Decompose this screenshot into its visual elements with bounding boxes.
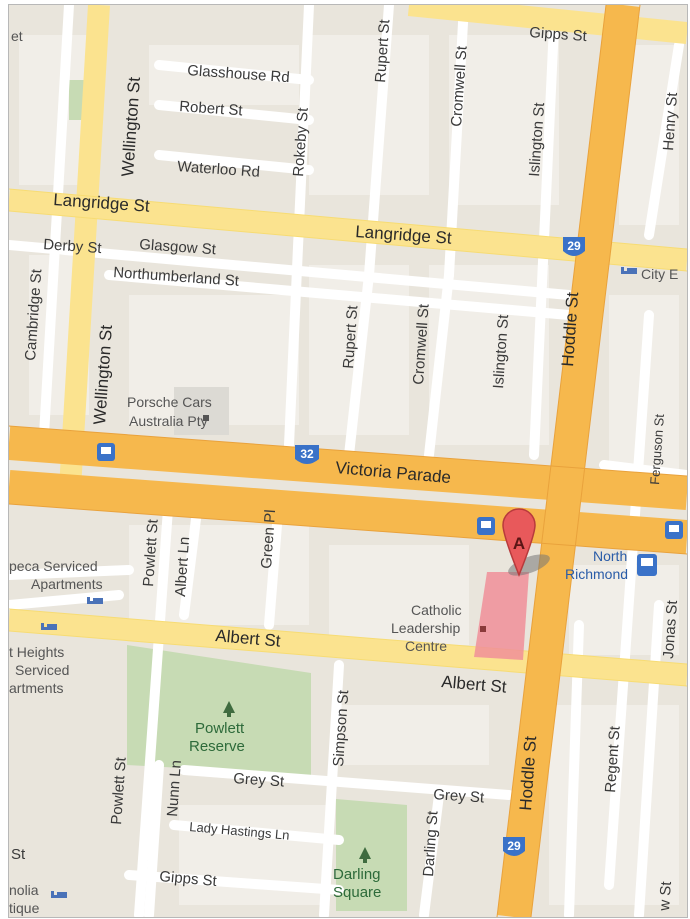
label-powlett-reserve-line2: Reserve (189, 738, 245, 755)
powlett-reserve-area (127, 645, 311, 775)
label-catholic-line1: Catholic (411, 602, 462, 618)
label-top-left-fragment: et (11, 28, 23, 44)
label-powlett-st-south: Powlett St (108, 756, 130, 825)
hotel-icon (51, 891, 67, 898)
label-nolia-line1: nolia (9, 882, 39, 898)
label-albert-ln: Albert Ln (172, 536, 193, 597)
label-north-richmond-line2: Richmond (565, 566, 628, 582)
hoddle-st-road (497, 5, 640, 917)
label-st-fragment: St (11, 846, 26, 863)
tram-stop-icon (477, 517, 495, 535)
label-islington-st-north: Islington St (526, 101, 548, 177)
map-view[interactable]: A 29 32 29 Gipps St Glasshouse Rd Robert… (8, 4, 688, 918)
gipps-st-top-road (407, 5, 687, 44)
marker-letter: A (513, 534, 525, 553)
label-catholic-line2: Leadership (391, 620, 460, 636)
label-peca-line2: Apartments (31, 576, 103, 592)
label-robert-st: Robert St (179, 98, 244, 119)
train-station-icon (637, 554, 657, 576)
route-shield-29-top: 29 (563, 237, 585, 256)
label-gipps-st-top: Gipps St (529, 24, 588, 45)
map-canvas[interactable]: A 29 32 29 Gipps St Glasshouse Rd Robert… (9, 5, 687, 917)
porsche-poi-icon (203, 415, 209, 421)
hotel-icon (87, 597, 103, 604)
label-grey-st-east: Grey St (433, 786, 486, 807)
label-north-richmond-line1: North (593, 548, 627, 564)
svg-text:29: 29 (567, 239, 581, 253)
route-shield-32: 32 (295, 445, 319, 464)
tree-icon (359, 847, 371, 863)
label-catholic-line3: Centre (405, 638, 447, 654)
svg-text:29: 29 (507, 839, 521, 853)
label-darling-square-line2: Square (333, 884, 381, 901)
label-grey-st-west: Grey St (233, 770, 286, 791)
label-cromwell-st-north: Cromwell St (448, 45, 471, 128)
label-rokeby-st: Rokeby St (290, 106, 312, 177)
label-cambridge-st: Cambridge St (22, 268, 45, 361)
label-islington-st-south: Islington St (490, 313, 512, 389)
tram-stop-icon (97, 443, 115, 461)
tree-icon (223, 701, 235, 717)
hotel-icon (621, 267, 637, 274)
label-rupert-st-north: Rupert St (372, 18, 393, 83)
label-nolia-line2: tique (9, 900, 40, 916)
label-heights-line2: Serviced (15, 662, 69, 678)
label-henry-st: Henry St (660, 91, 681, 151)
route-shield-29-bottom: 29 (503, 837, 525, 856)
label-waterloo-rd: Waterloo Rd (177, 158, 261, 181)
label-porsche-line2: Australia Pty (129, 413, 208, 429)
label-powlett-st-north: Powlett St (140, 518, 162, 587)
label-derby-st: Derby St (43, 236, 103, 257)
label-glasgow-st: Glasgow St (139, 236, 218, 258)
highlighted-parcel[interactable] (474, 572, 529, 660)
svg-text:32: 32 (300, 447, 314, 461)
label-darling-st: Darling St (420, 810, 442, 878)
label-heights-line3: artments (9, 680, 63, 696)
hotel-icon (41, 623, 57, 630)
label-darling-square-line1: Darling (333, 866, 381, 883)
label-peca-line1: peca Serviced (9, 558, 98, 574)
label-gipps-st-bottom: Gipps St (159, 868, 219, 890)
label-jonas-st: Jonas St (660, 599, 681, 659)
location-marker-a[interactable]: A (502, 508, 552, 580)
wellington-st-road (58, 5, 110, 506)
label-cromwell-st-south: Cromwell St (410, 303, 433, 386)
label-simpson-st: Simpson St (330, 689, 352, 768)
albert-st-road (9, 609, 687, 686)
arterial-roads (9, 5, 687, 917)
catholic-poi-icon (480, 626, 486, 632)
label-w-st-fragment: w St (656, 880, 675, 912)
label-nunn-ln: Nunn Ln (164, 760, 185, 818)
label-regent-st: Regent St (602, 725, 624, 794)
label-green-pl: Green Pl (258, 509, 279, 569)
label-porsche-line1: Porsche Cars (127, 394, 212, 410)
label-rupert-st-south: Rupert St (340, 304, 361, 369)
darling-square-area (336, 799, 407, 911)
porsche-building (174, 387, 229, 435)
tram-stop-icon (665, 521, 683, 539)
label-city-fragment: City E (641, 266, 678, 282)
label-heights-line1: t Heights (9, 644, 64, 660)
label-ferguson-st: Ferguson St (647, 413, 667, 485)
label-powlett-reserve-line1: Powlett (195, 720, 245, 737)
